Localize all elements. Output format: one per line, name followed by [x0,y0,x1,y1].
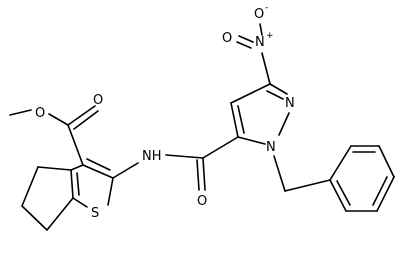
bond-ph-4-5-double [372,176,388,206]
atom-o-nitro-left: O [222,31,232,46]
atom-nh-amide: NH [142,149,162,164]
bond-methyl-o [9,109,32,116]
bond-pz-n1-c5 [237,136,266,145]
bond-c2-nh [112,162,139,179]
atom-n-nitro: N [255,35,265,50]
bond-ph-4-5 [376,176,395,212]
charge-plus-nitro-n: + [266,31,274,41]
bond-carbonyl-co-double [73,110,99,130]
bond-cp-c6-c6a [46,197,74,231]
atom-o-ester-carbonyl: O [93,93,103,108]
bond-thiophene-c3-c2 [82,164,114,179]
bond-n1-ch2 [273,155,286,192]
atom-o-nitro-top: O [254,7,264,22]
bond-pz-c3-n2-double [266,90,284,100]
bond-thiophene-c3a-c3 [70,164,84,171]
bond-carbonyl-co [67,105,96,126]
bond-pz-c5-c4 [230,102,239,138]
bond-nitro-n-o-left [238,35,254,43]
bond-thiophene-c3-c2-double [86,158,111,171]
bond-nh-amide-c [165,154,204,159]
bond-pz-c4-c3 [230,83,271,104]
bond-pz-c5-c4-double [237,105,245,134]
bond-nitro-n-o-left-double [236,41,252,49]
bond-amide-c-o [202,157,206,191]
charge-minus-nitro-o: - [265,3,268,13]
bond-pz-n2-n1 [278,112,290,136]
bond-thiophene-c6a-c3a [70,169,74,199]
bond-thiophene-c6a-c3a-double [76,172,80,196]
atom-o-methoxy: O [35,106,45,121]
atom-o-amide: O [197,194,207,209]
atom-n-pyrazole-2: N [285,96,295,111]
bond-ch2-phenyl [284,179,331,192]
bond-ph-6-1-double [336,180,351,206]
atom-s-thiophene: S [91,206,99,221]
bond-thiophene-s-c6a [72,197,88,208]
bond-amide-c-o-double [196,159,200,191]
bond-nitro-n-o-top [259,23,263,36]
bond-ph-3-4 [378,145,395,178]
bond-o-carbonyl [48,113,69,126]
bond-thiophene-c2-s [107,177,114,206]
atom-n-pyrazole-1: N [266,140,276,155]
bond-cp-c3a-c4 [37,166,72,171]
bond-cp-c5-c6 [21,205,48,231]
bond-ph-6-1 [329,179,347,212]
atom-labels: O O S NH O N + O - O N N [35,3,295,221]
bond-c3-nitro-n [261,52,271,85]
bond-pz-c3-n2 [269,83,288,95]
bonds [9,23,395,231]
bond-cp-c4-c5 [21,166,39,207]
bond-ph-1-2 [329,145,352,181]
bond-amide-c-pyrazole [202,136,239,159]
bond-carbonyl-ring [67,124,84,166]
